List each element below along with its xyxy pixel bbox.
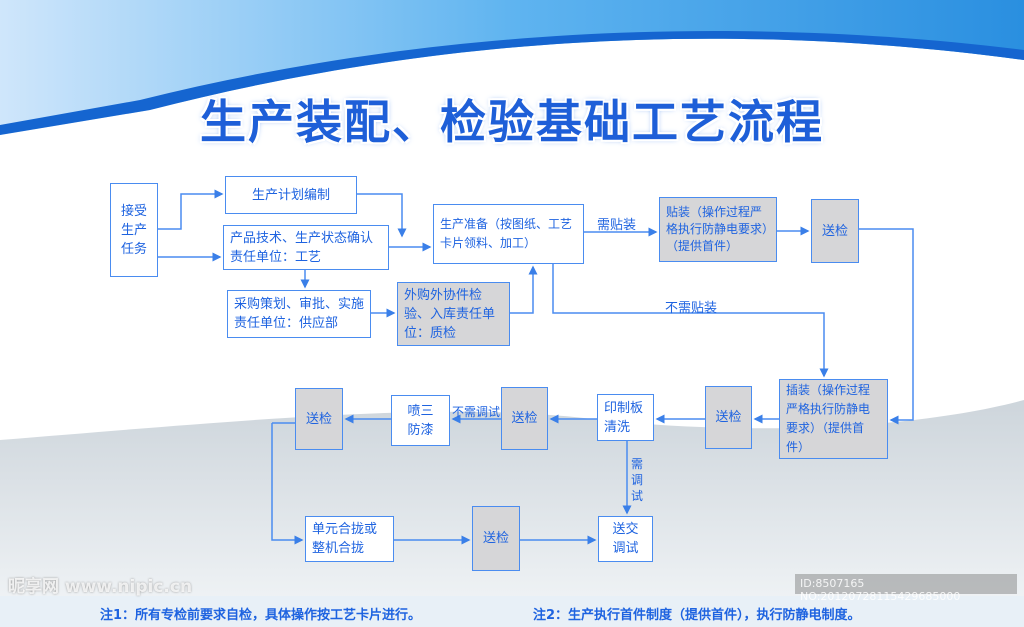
- box-label: 喷三防漆: [407, 403, 434, 438]
- box-label: 接受生产任务: [120, 203, 147, 257]
- conformal-coat-box: 喷三防漆: [391, 395, 450, 446]
- box-label: 送交调试: [612, 522, 639, 556]
- need-smt-label: 需贴装: [597, 218, 637, 233]
- box-label: 插装（操作过程严格执行防静电要求）（提供首件）: [786, 383, 871, 454]
- tht-box: 插装（操作过程严格执行防静电要求）（提供首件）: [779, 379, 888, 459]
- inspection-box-3: 送检: [501, 387, 548, 450]
- no-smt-label: 不需贴装: [665, 301, 718, 316]
- box-label: 生产准备（按图纸、工艺卡片领料、加工）: [440, 217, 573, 250]
- need-debug-label: 需调试: [631, 457, 644, 503]
- box-label: 采购策划、审批、实施责任单位：供应部: [234, 297, 365, 331]
- inspection-box-4: 送检: [295, 388, 343, 450]
- watermark-id-bg: [795, 574, 1017, 594]
- box-label: 贴装（操作过程严格执行防静电要求）（提供首件）: [666, 205, 769, 253]
- inspection-box-5: 送检: [472, 506, 520, 571]
- box-label: 生产计划编制: [251, 187, 330, 203]
- box-label: 送检: [821, 223, 848, 239]
- tech-confirm-box: 产品技术、生产状态确认责任单位：工艺: [223, 225, 389, 270]
- watermark-id: ID:8507165 NO:20120728115429685000: [800, 577, 961, 603]
- box-label: 外购外协件检验、入库责任单位：质检: [404, 287, 496, 341]
- note-1: 注1：所有专检前要求自检，具体操作按工艺卡片进行。: [100, 608, 422, 623]
- box-label: 送检: [715, 410, 742, 425]
- box-label: 产品技术、生产状态确认责任单位：工艺: [230, 230, 374, 265]
- page-title: 生产装配、检验基础工艺流程: [200, 95, 824, 149]
- production-prep-box: 生产准备（按图纸、工艺卡片领料、加工）: [433, 204, 584, 264]
- inspection-box-1: 送检: [811, 199, 859, 263]
- receive-task-box: 接受生产任务: [110, 183, 158, 277]
- box-label: 印制板清洗: [604, 400, 644, 435]
- inspection-box-2: 送检: [705, 386, 752, 449]
- watermark-site: 昵享网 www.nipic.cn: [8, 577, 193, 597]
- outsource-inspection-box: 外购外协件检验、入库责任单位：质检: [397, 282, 510, 346]
- note-2: 注2：生产执行首件制度（提供首件），执行防静电制度。: [533, 608, 861, 623]
- purchase-box: 采购策划、审批、实施责任单位：供应部: [227, 290, 371, 338]
- smt-box: 贴装（操作过程严格执行防静电要求）（提供首件）: [659, 197, 777, 262]
- pcb-clean-box: 印制板清洗: [597, 394, 654, 441]
- box-label: 送检: [305, 411, 332, 427]
- box-label: 送检: [482, 531, 509, 546]
- production-plan-box: 生产计划编制: [225, 176, 357, 214]
- box-label: 送检: [511, 411, 538, 426]
- assembly-box: 单元合拢或整机合拢: [305, 516, 394, 562]
- no-debug-label: 不需调试: [452, 405, 501, 419]
- debug-box: 送交调试: [598, 516, 653, 562]
- box-label: 单元合拢或整机合拢: [312, 522, 378, 556]
